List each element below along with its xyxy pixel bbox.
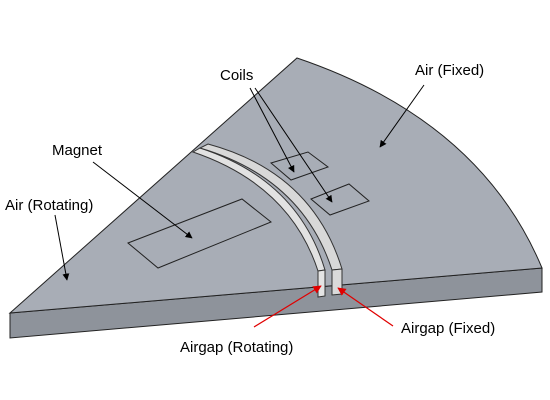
label-airgap-rotating: Airgap (Rotating) [180, 339, 293, 356]
leader-air-fixed [379, 84, 425, 148]
leader-magnet [92, 161, 193, 239]
magnet-shape [127, 198, 272, 269]
label-air-fixed: Air (Fixed) [415, 62, 484, 79]
label-magnet: Magnet [52, 142, 103, 159]
label-air-rotating: Air (Rotating) [5, 197, 93, 214]
coil-shape-upper [269, 151, 330, 181]
coil-shape-lower [310, 183, 370, 216]
leader-airgap-fixed [337, 287, 394, 327]
label-airgap-fixed: Airgap (Fixed) [401, 320, 495, 337]
airgap-front-strip-fixed [331, 268, 343, 296]
leader-airgap-rotating [253, 285, 322, 328]
leader-coils-lower [254, 87, 333, 203]
leader-coils-upper [249, 87, 295, 173]
airgap-front-strip [317, 269, 326, 298]
label-coils: Coils [220, 67, 253, 84]
leader-air-rotating [54, 214, 70, 281]
